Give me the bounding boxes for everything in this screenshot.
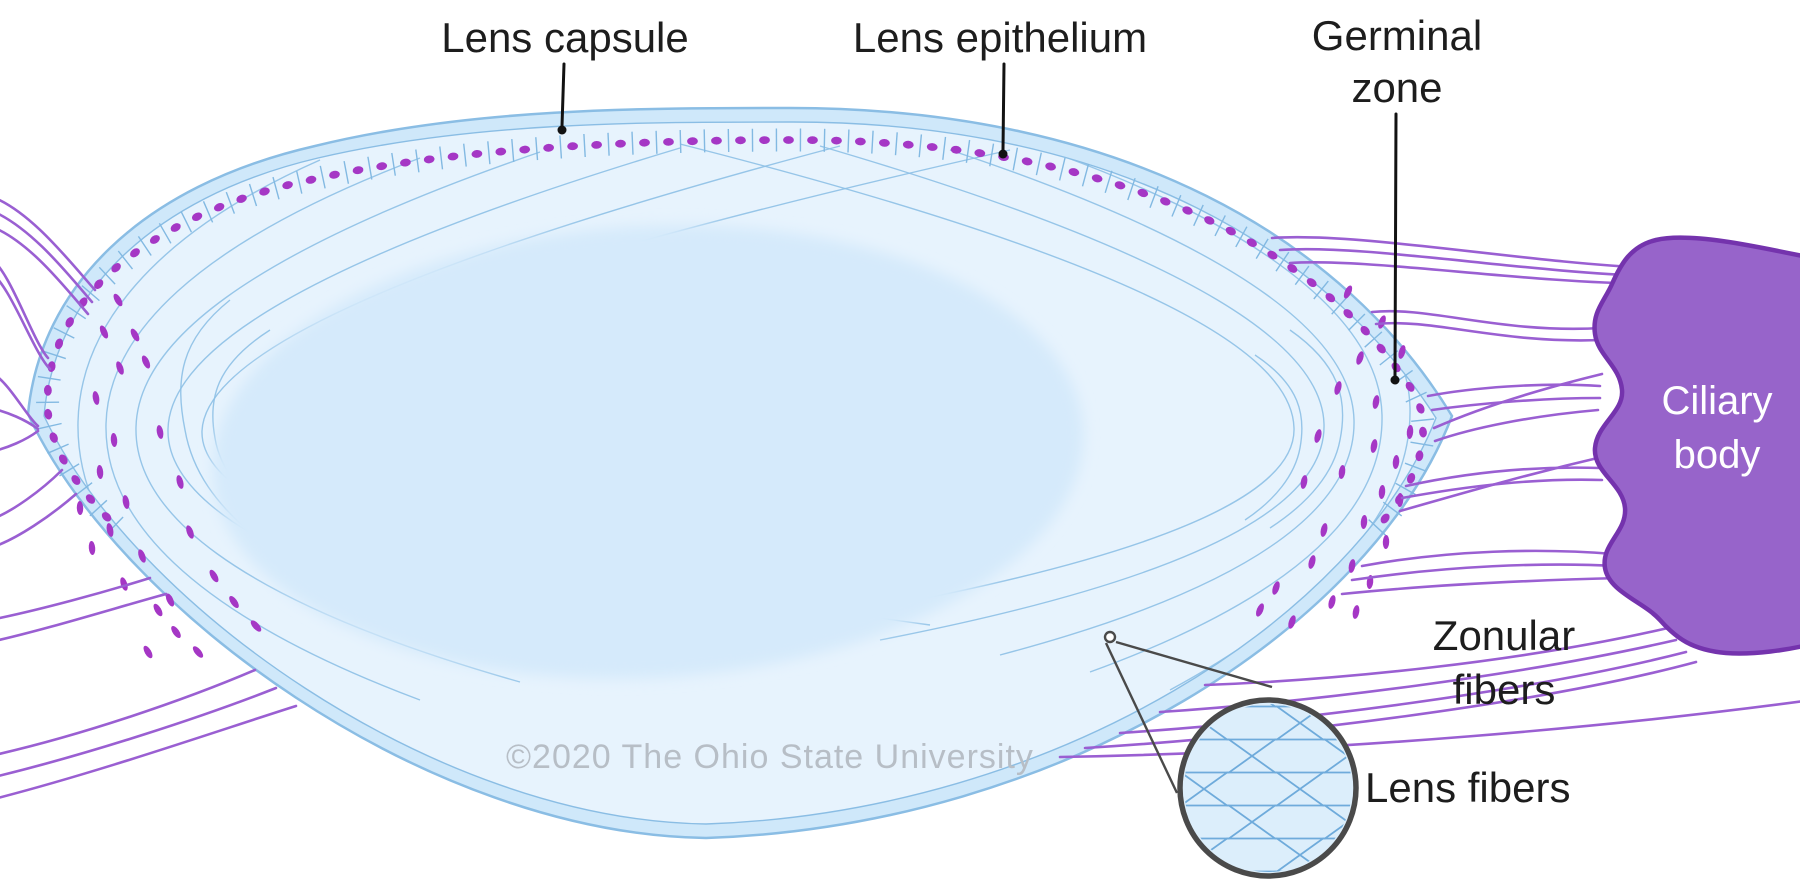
label-germinal-zone-group: Germinal zone: [1312, 12, 1482, 385]
magnifier-circle: [1177, 697, 1359, 879]
magnifier-cone-line-right: [1115, 640, 1273, 689]
label-germinal-zone-line2: zone: [1351, 64, 1442, 111]
ciliary-body-label-line2: body: [1674, 433, 1761, 477]
label-lens-capsule-group: Lens capsule: [441, 14, 689, 135]
ciliary-body-label-line1: Ciliary: [1661, 379, 1772, 423]
label-lens-fibers: Lens fibers: [1365, 764, 1570, 811]
zonular-fibers-right-group: [1058, 235, 1800, 759]
label-zonular-fibers-line1: Zonular: [1433, 612, 1575, 659]
label-zonular-fibers-line2: fibers: [1453, 666, 1556, 713]
ciliary-body: Ciliary body: [1592, 235, 1800, 656]
label-germinal-zone-line1: Germinal: [1312, 12, 1482, 59]
label-lens-epithelium: Lens epithelium: [853, 14, 1147, 61]
lens-core-shape: [212, 225, 1084, 679]
zonular-fibers-left-group: [0, 198, 298, 799]
magnifier-cone-line-left: [1104, 642, 1179, 794]
pointer-germinal-zone: [1393, 112, 1398, 378]
magnifier-source-dot: [1103, 630, 1117, 644]
watermark-text: ©2020 The Ohio State University: [506, 738, 1034, 776]
label-lens-capsule: Lens capsule: [441, 14, 689, 61]
label-lens-epithelium-group: Lens epithelium: [853, 14, 1147, 159]
pointer-lens-epithelium: [1001, 62, 1006, 152]
pointer-dot-lens-capsule: [557, 125, 567, 135]
pointer-lens-capsule: [560, 62, 566, 128]
germinal-zone-nuclei: [76, 285, 1414, 659]
lens-body: [26, 106, 1454, 840]
pointer-dot-germinal-zone: [1390, 375, 1400, 385]
pointer-dot-lens-epithelium: [998, 149, 1008, 159]
epithelium-nuclei: [43, 136, 1427, 524]
label-zonular-fibers-group: Zonular fibers: [1433, 612, 1575, 713]
ciliary-body-shape: [1592, 235, 1800, 656]
